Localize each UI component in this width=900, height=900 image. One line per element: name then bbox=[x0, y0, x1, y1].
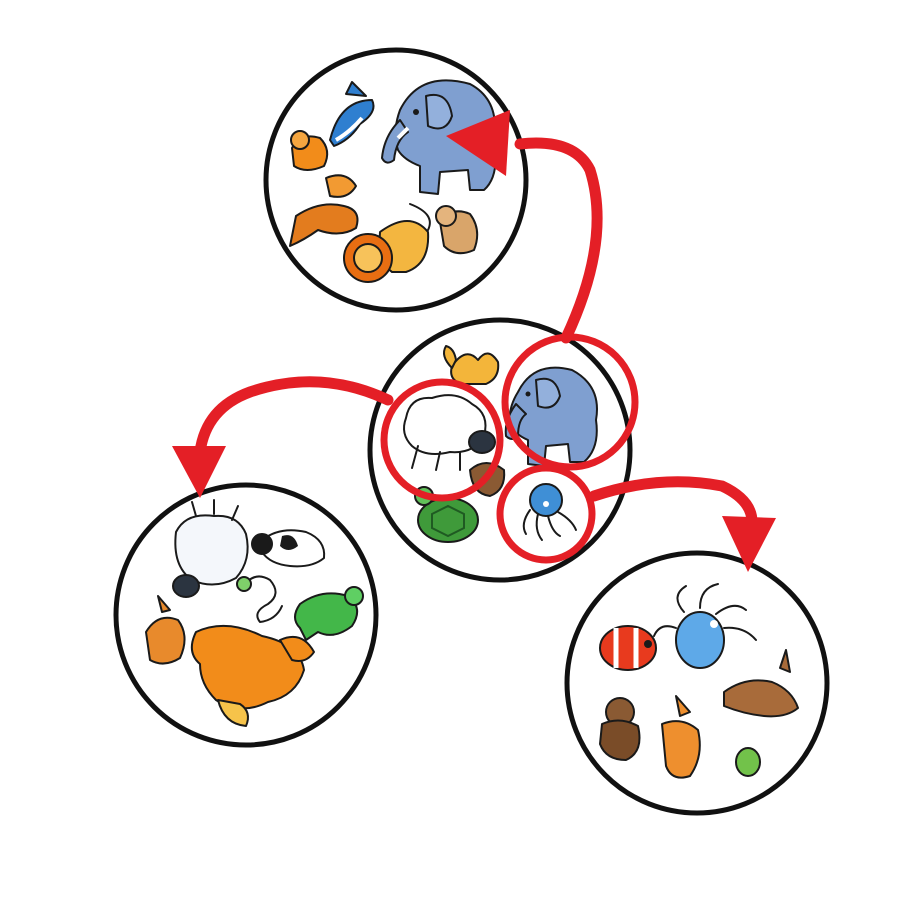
match-highlights bbox=[380, 333, 639, 564]
sheep-icon[interactable] bbox=[172, 499, 249, 598]
card-right[interactable] bbox=[564, 550, 830, 816]
kangaroo-icon[interactable] bbox=[289, 174, 359, 247]
camel-body bbox=[450, 352, 500, 385]
highlight-octopus-ring bbox=[496, 464, 596, 564]
sheep-head bbox=[468, 430, 496, 454]
card-top[interactable] bbox=[263, 47, 529, 313]
card-left[interactable] bbox=[113, 482, 379, 748]
snake-head bbox=[236, 576, 252, 592]
kangaroo-ears bbox=[157, 595, 171, 613]
cow-head bbox=[251, 533, 273, 555]
clownfish-body bbox=[599, 625, 657, 671]
card-right-circle bbox=[564, 550, 830, 816]
dog-icon[interactable] bbox=[290, 130, 329, 171]
lion-tail bbox=[409, 203, 431, 231]
sheep-head bbox=[172, 574, 200, 598]
kangaroo-head bbox=[325, 174, 357, 198]
kangaroo-ears bbox=[675, 695, 691, 717]
kangaroo-body bbox=[145, 616, 186, 665]
octopus-tentacles bbox=[522, 509, 577, 541]
bear-body bbox=[599, 719, 641, 761]
kangaroo-icon[interactable] bbox=[661, 695, 701, 779]
kangaroo-icon[interactable] bbox=[723, 649, 799, 718]
snake-icon[interactable] bbox=[236, 575, 283, 623]
whale-belly bbox=[334, 116, 364, 142]
octopus-icon[interactable] bbox=[522, 483, 577, 541]
kangaroo-body bbox=[723, 679, 799, 718]
frog-icon[interactable] bbox=[735, 747, 761, 777]
match-arrows bbox=[172, 110, 776, 572]
camel-neck bbox=[443, 345, 457, 369]
highlight-sheep-ring bbox=[380, 378, 504, 502]
elephant-tusk bbox=[396, 126, 410, 140]
arrow-to-top bbox=[514, 137, 603, 344]
turtle-icon[interactable] bbox=[414, 486, 479, 543]
dog-head-2 bbox=[435, 205, 457, 227]
frog-body bbox=[735, 747, 761, 777]
clownfish-eye bbox=[644, 640, 652, 648]
arrow-to-right bbox=[588, 476, 758, 528]
sheep-leg bbox=[411, 445, 461, 471]
arrowhead-top bbox=[446, 110, 510, 176]
sheep-leg bbox=[191, 499, 239, 521]
octopus-head bbox=[529, 483, 563, 517]
kangaroo-icon[interactable] bbox=[145, 595, 186, 665]
sheep-icon[interactable] bbox=[403, 394, 496, 471]
horse-tail bbox=[217, 699, 249, 727]
whale-tail bbox=[345, 81, 367, 97]
camel-icon[interactable] bbox=[443, 345, 500, 385]
turtle-pattern bbox=[431, 504, 465, 538]
octopus-head bbox=[675, 611, 725, 669]
bear-icon[interactable] bbox=[599, 697, 641, 761]
lion-icon[interactable] bbox=[343, 203, 431, 283]
octopus-tentacles bbox=[653, 583, 757, 641]
elephant-eye bbox=[525, 391, 531, 397]
octopus-eye bbox=[710, 620, 718, 628]
octopus-eye bbox=[543, 501, 549, 507]
dinosaur-icon[interactable] bbox=[294, 586, 364, 641]
kangaroo-ears bbox=[779, 649, 791, 673]
clownfish-icon[interactable] bbox=[599, 625, 657, 671]
arrowhead-left bbox=[172, 446, 226, 498]
dinosaur-head bbox=[344, 586, 364, 606]
whale-body bbox=[329, 99, 375, 147]
elephant-body bbox=[394, 79, 497, 195]
elephant-eye bbox=[413, 109, 419, 115]
kangaroo-body bbox=[661, 720, 701, 779]
snake-body bbox=[241, 575, 283, 623]
clownfish-stripe bbox=[613, 628, 639, 668]
horse-body bbox=[190, 624, 305, 710]
horse-head bbox=[279, 636, 315, 662]
elephant-icon[interactable] bbox=[381, 79, 497, 195]
dog-icon[interactable] bbox=[435, 205, 479, 255]
dog-head-1 bbox=[290, 130, 310, 150]
elephant-trunk bbox=[381, 119, 409, 164]
lion-face bbox=[353, 243, 383, 273]
elephant-ear bbox=[425, 94, 453, 130]
arrowhead-right bbox=[722, 516, 776, 572]
octopus-icon[interactable] bbox=[653, 583, 757, 669]
cow-icon[interactable] bbox=[251, 529, 326, 568]
dinosaur-body bbox=[294, 592, 359, 641]
kangaroo-body bbox=[289, 203, 359, 247]
arrow-to-left bbox=[194, 376, 394, 458]
elephant-ear bbox=[535, 377, 561, 409]
horse-icon[interactable] bbox=[190, 624, 315, 727]
cow-spot bbox=[280, 535, 298, 550]
whale-icon[interactable] bbox=[329, 81, 375, 147]
